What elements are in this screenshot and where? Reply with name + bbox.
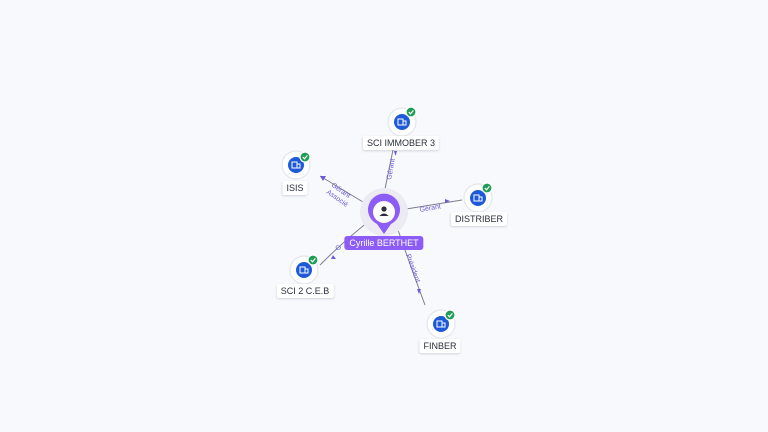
building-icon: [299, 266, 309, 274]
company-node-isis[interactable]: [281, 150, 311, 180]
company-label-finber[interactable]: FINBER: [419, 339, 461, 353]
company-label-distriber[interactable]: DISTRIBER: [450, 212, 508, 226]
edge-label-sci-immober-3-role: Gérant: [386, 158, 397, 180]
edge-label-sci-2-ceb-role: G: [334, 244, 343, 253]
building-icon: [397, 118, 407, 126]
edge-label-finber-role: Président: [404, 253, 421, 283]
arrow-finber: [417, 289, 421, 294]
company-node-sci-2-ceb[interactable]: [289, 254, 319, 285]
company-label-sci-2-ceb[interactable]: SCI 2 C.E.B: [276, 284, 334, 298]
verified-check-icon: [307, 254, 319, 266]
person-name-label[interactable]: Cyrille BERTHET: [344, 236, 424, 250]
company-node-finber[interactable]: [426, 309, 456, 339]
arrow-sci-immober-3: [394, 151, 397, 156]
company-label-isis[interactable]: ISIS: [282, 181, 308, 195]
arrow-distriber: [445, 199, 450, 203]
verified-check-icon: [481, 182, 493, 194]
company-node-sci-immober-3[interactable]: [387, 106, 417, 137]
verified-check-icon: [405, 106, 417, 118]
arrow-isis: [320, 176, 326, 181]
company-label-sci-immober-3[interactable]: SCI IMMOBER 3: [362, 136, 440, 150]
person-node[interactable]: [360, 188, 408, 236]
edge-distriber: [399, 199, 463, 211]
verified-check-icon: [299, 151, 311, 163]
edge-label-distriber-role: Gérant: [419, 203, 441, 214]
verified-check-icon: [444, 309, 456, 321]
building-icon: [291, 161, 301, 169]
company-node-distriber[interactable]: [463, 182, 493, 213]
building-icon: [473, 194, 483, 202]
person-icon: [379, 206, 389, 216]
arrow-sci-2-ceb: [331, 255, 336, 259]
building-icon: [436, 320, 446, 328]
